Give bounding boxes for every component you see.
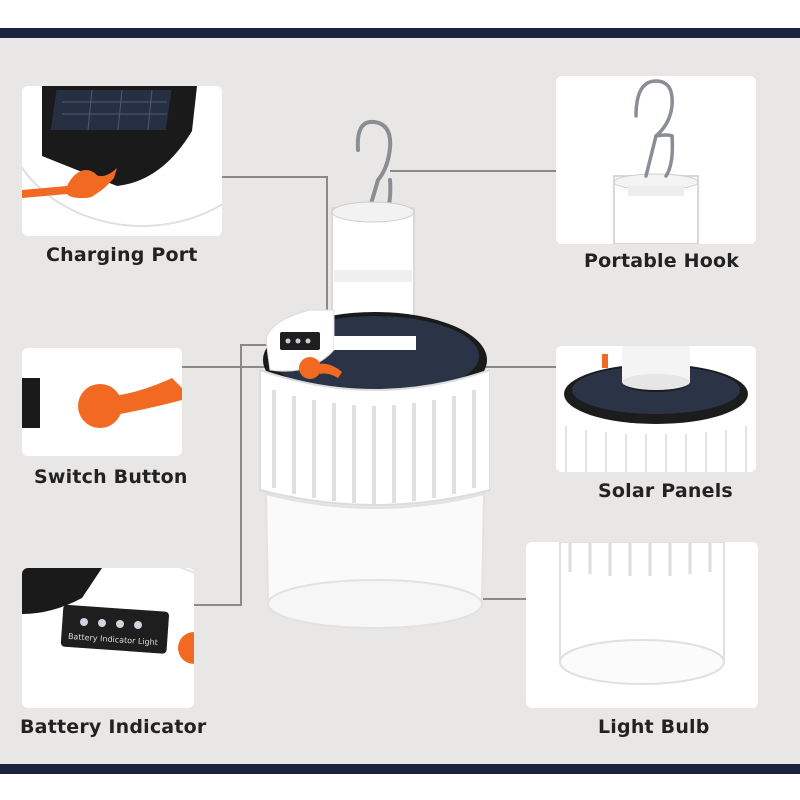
connector-charging-port-down [326, 176, 328, 316]
charging-port-panel [22, 86, 222, 236]
bulb-icon [264, 492, 486, 629]
switch-button-label: Switch Button [34, 466, 188, 488]
charging-port-label: Charging Port [46, 244, 198, 266]
battery-indicator-illustration: Battery Indicator Light [22, 568, 194, 708]
connector-charging-port [222, 176, 328, 178]
light-bulb-panel [526, 542, 758, 708]
light-bulb-illustration [559, 542, 725, 685]
connector-light-bulb [462, 598, 526, 600]
battery-indicator-label: Battery Indicator [20, 716, 207, 738]
connector-battery-indicator [192, 604, 242, 606]
light-bulb-label: Light Bulb [598, 716, 710, 738]
connector-switch-button [182, 366, 322, 368]
solar-panels-label: Solar Panels [598, 480, 733, 502]
switch-button-illustration [22, 348, 182, 456]
top-frame-bar [0, 28, 800, 38]
battery-indicator-panel: Battery Indicator Light [22, 568, 194, 708]
switch-button-icon [78, 378, 182, 428]
switch-button-icon [178, 632, 194, 664]
hook-icon [634, 79, 675, 178]
charging-port-illustration [22, 86, 222, 227]
top-margin [0, 0, 800, 28]
portable-hook-illustration [613, 79, 699, 244]
bottom-margin [0, 774, 800, 800]
portable-hook-label: Portable Hook [584, 250, 740, 272]
bulb-icon [559, 542, 725, 685]
connector-solar-panels [460, 366, 556, 368]
portable-hook-panel [556, 76, 756, 244]
connector-battery-indicator-up [240, 344, 242, 606]
solar-bulb-product-image [250, 110, 491, 644]
bottom-frame-bar [0, 764, 800, 774]
solar-panels-panel [556, 346, 756, 472]
charging-port-plug-icon [22, 168, 117, 198]
connector-portable-hook [390, 170, 556, 172]
switch-button-panel [22, 348, 182, 456]
solar-panels-illustration [556, 346, 756, 472]
battery-indicator-icon [60, 604, 169, 654]
switch-button-icon [299, 357, 342, 379]
solar-panel-icon [50, 89, 172, 131]
connector-battery-indicator-top [240, 344, 280, 346]
